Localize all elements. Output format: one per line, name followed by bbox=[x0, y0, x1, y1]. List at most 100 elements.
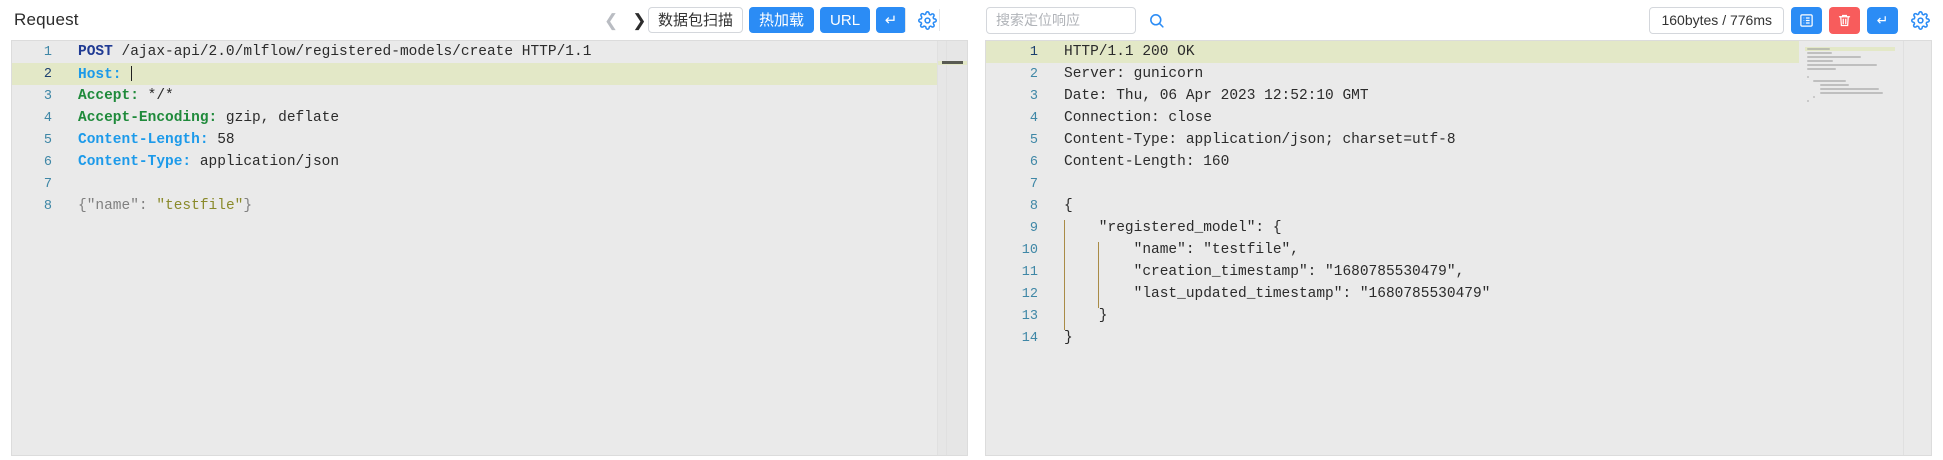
gear-icon[interactable] bbox=[916, 9, 938, 31]
minimap-row bbox=[1807, 68, 1837, 70]
line-content: { bbox=[1064, 198, 1073, 214]
code-line[interactable]: 1 POST /ajax-api/2.0/mlflow/registered-m… bbox=[12, 41, 967, 63]
line-number: 8 bbox=[43, 198, 52, 214]
header-value-token: gzip, deflate bbox=[217, 110, 340, 126]
line-content: Content-Type: application/json; charset=… bbox=[1064, 132, 1456, 148]
request-editor-panel[interactable]: 1 POST /ajax-api/2.0/mlflow/registered-m… bbox=[11, 40, 968, 456]
line-number: 11 bbox=[1021, 264, 1038, 280]
minimap-row bbox=[1807, 76, 1809, 78]
code-line[interactable]: 7 bbox=[12, 173, 967, 195]
request-target-token: /ajax-api/2.0/mlflow/registered-models/c… bbox=[112, 44, 592, 60]
request-minimap[interactable] bbox=[937, 41, 967, 455]
code-line[interactable]: 3 Accept: */* bbox=[12, 85, 967, 107]
line-number: 9 bbox=[1029, 220, 1038, 236]
minimap-row bbox=[1819, 84, 1850, 86]
code-line[interactable]: 1 HTTP/1.1 200 OK bbox=[986, 41, 1931, 63]
trash-icon[interactable] bbox=[1829, 6, 1860, 34]
code-line[interactable]: 5 Content-Length: 58 bbox=[12, 129, 967, 151]
packet-scan-button[interactable]: 数据包扫描 bbox=[648, 7, 744, 33]
header-name-token: Content-Length: bbox=[78, 132, 209, 148]
line-content: Host: bbox=[64, 65, 967, 83]
header-name-token: Content-Type: bbox=[78, 154, 192, 170]
header-name-token: Host: bbox=[78, 66, 122, 83]
request-code-area[interactable]: 1 POST /ajax-api/2.0/mlflow/registered-m… bbox=[12, 41, 967, 455]
editor-region: 1 POST /ajax-api/2.0/mlflow/registered-m… bbox=[0, 40, 1943, 460]
code-line[interactable]: 8 {"name": "testfile"} bbox=[12, 195, 967, 217]
indent-guide bbox=[1064, 286, 1065, 308]
minimap-row bbox=[1819, 88, 1879, 90]
header-value-token: */* bbox=[138, 88, 174, 104]
minimap-row bbox=[1819, 92, 1884, 94]
code-line[interactable]: 3 Date: Thu, 06 Apr 2023 12:52:10 GMT bbox=[986, 85, 1931, 107]
code-line[interactable]: 5 Content-Type: application/json; charset… bbox=[986, 129, 1931, 151]
code-line[interactable]: 11 "creation_timestamp": "1680785530479"… bbox=[986, 261, 1931, 286]
code-line[interactable]: 9 "registered_model": { bbox=[986, 217, 1931, 242]
code-line[interactable]: 10 "name": "testfile", bbox=[986, 239, 1931, 264]
chevron-left-icon[interactable]: ❮ bbox=[604, 10, 619, 30]
line-content: "last_updated_timestamp": "1680785530479… bbox=[1050, 286, 1931, 308]
line-content: } bbox=[1064, 330, 1073, 346]
line-content: "creation_timestamp": "1680785530479", bbox=[1050, 264, 1931, 286]
history-navigation: ❮ ❯ bbox=[600, 0, 651, 40]
code-line[interactable]: 2 Host: bbox=[12, 63, 967, 85]
gear-icon[interactable] bbox=[1909, 9, 1931, 31]
indent-guide bbox=[1098, 264, 1099, 286]
code-line[interactable]: 6 Content-Type: application/json bbox=[12, 151, 967, 173]
code-line[interactable]: 13 } bbox=[986, 305, 1931, 330]
url-button[interactable]: URL bbox=[820, 7, 871, 33]
line-content: Server: gunicorn bbox=[1064, 66, 1204, 82]
minimap-row bbox=[1807, 56, 1862, 58]
request-action-buttons: 数据包扫描 热加载 URL ↵ bbox=[648, 0, 938, 40]
hot-reload-button[interactable]: 热加载 bbox=[749, 7, 815, 33]
line-content: Content-Type: application/json bbox=[64, 154, 967, 170]
search-input[interactable] bbox=[986, 6, 1136, 34]
minimap-row bbox=[1807, 60, 1834, 62]
line-content: Date: Thu, 06 Apr 2023 12:52:10 GMT bbox=[1064, 88, 1369, 104]
line-number: 14 bbox=[1021, 330, 1038, 346]
code-line[interactable]: 4 Accept-Encoding: gzip, deflate bbox=[12, 107, 967, 129]
toolbar: Request ❮ ❯ 数据包扫描 热加载 URL ↵ bbox=[0, 0, 1943, 40]
code-line[interactable]: 12 "last_updated_timestamp": "1680785530… bbox=[986, 283, 1931, 308]
response-minimap[interactable] bbox=[1799, 41, 1931, 455]
line-number: 7 bbox=[1029, 176, 1038, 192]
line-number: 5 bbox=[43, 132, 52, 148]
indent-guide bbox=[1064, 308, 1065, 330]
code-line[interactable]: 8{ bbox=[986, 195, 1931, 217]
chevron-right-icon[interactable]: ❯ bbox=[632, 10, 647, 30]
line-number: 3 bbox=[1029, 88, 1038, 104]
line-content: "name": "testfile", bbox=[1050, 242, 1931, 264]
minimap-row bbox=[1807, 100, 1809, 102]
minimap-row bbox=[1807, 48, 1831, 50]
response-search bbox=[986, 0, 1166, 40]
line-content: Content-Length: 160 bbox=[1064, 154, 1230, 170]
response-size-time-badge: 160bytes / 776ms bbox=[1649, 6, 1784, 34]
search-icon[interactable] bbox=[1146, 10, 1166, 30]
code-line[interactable]: 7 bbox=[986, 173, 1931, 195]
enter-return-icon[interactable]: ↵ bbox=[1867, 6, 1898, 34]
line-content: Accept: */* bbox=[64, 88, 967, 104]
toolbar-divider-1 bbox=[905, 9, 906, 31]
code-line[interactable]: 14} bbox=[986, 327, 1931, 349]
line-content: Accept-Encoding: gzip, deflate bbox=[64, 110, 967, 126]
enter-return-icon[interactable]: ↵ bbox=[876, 7, 907, 33]
line-content: POST /ajax-api/2.0/mlflow/registered-mod… bbox=[64, 44, 967, 60]
header-value-token: application/json bbox=[191, 154, 340, 170]
line-content: HTTP/1.1 200 OK bbox=[1064, 44, 1195, 60]
line-number: 5 bbox=[1029, 132, 1038, 148]
http-method-token: POST bbox=[78, 44, 113, 60]
line-content: Connection: close bbox=[1064, 110, 1212, 126]
line-number: 10 bbox=[1021, 242, 1038, 258]
header-name-token: Accept: bbox=[78, 88, 139, 104]
indent-guide bbox=[1064, 220, 1065, 242]
indent-guide bbox=[1098, 286, 1099, 308]
json-key-token: "name" bbox=[86, 198, 139, 214]
list-format-icon[interactable] bbox=[1791, 6, 1822, 34]
header-value-token bbox=[122, 67, 131, 83]
line-number: 1 bbox=[1029, 44, 1038, 60]
